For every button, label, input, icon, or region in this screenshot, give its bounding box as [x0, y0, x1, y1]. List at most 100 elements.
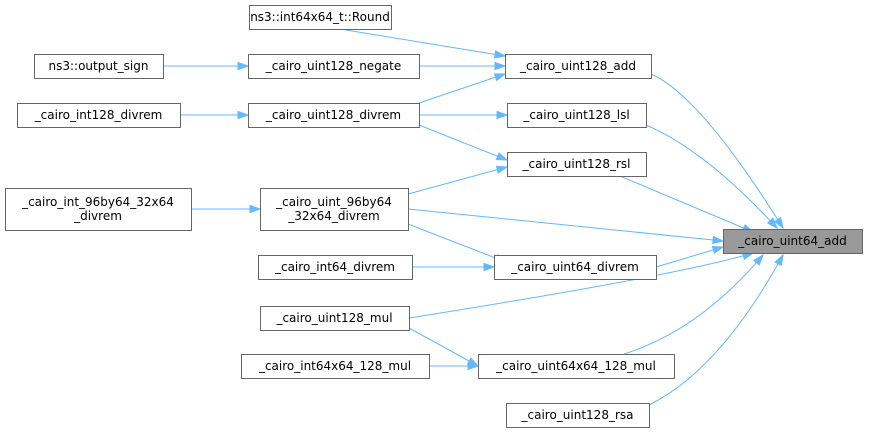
arrowhead	[483, 262, 496, 272]
edge-n-u128-lsl-to-n-u64-add	[645, 124, 779, 230]
node-n-u128-lsl[interactable]: _cairo_uint128_lsl	[507, 103, 647, 128]
node-box	[34, 54, 164, 79]
node-label: _cairo_uint128_rsa	[521, 408, 634, 422]
node-box	[507, 103, 647, 128]
node-box	[478, 354, 675, 379]
node-n-u128-divrem[interactable]: _cairo_uint128_divrem	[248, 103, 420, 128]
node-box	[507, 152, 647, 177]
node-n-u96by64[interactable]: _cairo_uint_96by64_32x64_divrem	[260, 188, 409, 231]
node-box	[506, 403, 650, 428]
node-n-u64x64-mul[interactable]: _cairo_uint64x64_128_mul	[478, 354, 675, 379]
node-label: _cairo_uint128_divrem	[265, 108, 401, 122]
node-box	[260, 188, 409, 231]
edge-n-u128-divrem-to-n-u128-lsl	[419, 110, 509, 120]
edge-line	[407, 166, 508, 195]
node-box	[249, 5, 392, 30]
arrowhead	[496, 110, 509, 120]
arrowhead	[712, 235, 725, 245]
edge-line	[648, 254, 784, 406]
node-label: _cairo_uint128_add	[519, 59, 636, 73]
edge-n-i128-divrem-to-n-u128-divrem	[180, 110, 250, 120]
node-box	[723, 229, 863, 254]
edge-line	[407, 208, 724, 242]
node-n-round[interactable]: ns3::int64x64_t::Round	[249, 5, 392, 30]
node-label: _cairo_int128_divrem	[34, 108, 163, 122]
edge-n-u96by64-to-n-u128-rsl	[407, 165, 509, 195]
node-box	[17, 103, 181, 128]
arrowhead	[237, 61, 250, 71]
node-box	[505, 54, 652, 79]
node-n-u128-add[interactable]: _cairo_uint128_add	[505, 54, 652, 79]
edge-line	[408, 252, 754, 319]
edge-n-u128-divrem-to-n-u128-rsl	[418, 124, 509, 161]
edge-line	[655, 246, 724, 268]
edge-line	[407, 223, 507, 263]
edge-n-u96by64-to-n-u64-divrem	[407, 223, 508, 263]
node-n-u128-mul[interactable]: _cairo_uint128_mul	[260, 306, 410, 331]
edge-n-round-to-n-u128-add	[339, 28, 507, 59]
node-layer: ns3::int64x64_t::Roundns3::output_sign_c…	[5, 5, 863, 428]
node-n-u128-rsa[interactable]: _cairo_uint128_rsa	[506, 403, 650, 428]
node-label: _cairo_uint64_divrem	[510, 260, 639, 274]
edge-n-i96by64-to-n-u96by64	[191, 204, 262, 214]
node-n-i128-divrem[interactable]: _cairo_int128_divrem	[17, 103, 181, 128]
arrowhead	[493, 73, 507, 82]
node-box	[494, 255, 657, 280]
arrowhead	[495, 165, 509, 174]
node-label: _cairo_uint128_mul	[275, 311, 392, 325]
edge-layer	[163, 28, 784, 406]
edge-n-u128-rsa-to-n-u64-add	[648, 253, 784, 406]
edge-line	[339, 28, 506, 57]
arrowhead	[237, 110, 250, 120]
arrowhead	[711, 245, 725, 255]
edge-n-u64x64-mul-to-n-u64-add	[623, 253, 764, 355]
node-label: _cairo_uint64x64_128_mul	[495, 359, 656, 373]
node-n-i64-divrem[interactable]: _cairo_int64_divrem	[258, 255, 413, 280]
edge-n-u128-add-to-n-u64-add	[650, 73, 784, 230]
node-label: _cairo_int64_divrem	[274, 260, 395, 274]
node-label: _cairo_uint64_add	[737, 234, 846, 248]
arrowhead	[493, 50, 507, 59]
node-label: ns3::int64x64_t::Round	[250, 10, 390, 24]
node-box	[258, 255, 413, 280]
node-box	[248, 54, 420, 79]
arrowhead	[774, 253, 784, 267]
node-n-i96by64[interactable]: _cairo_int_96by64_32x64_divrem	[5, 188, 192, 231]
edge-line	[623, 254, 764, 355]
node-box	[241, 354, 430, 379]
edge-line	[418, 73, 506, 104]
node-box	[5, 188, 192, 231]
edge-n-output-sign-to-n-u128-negate	[163, 61, 250, 71]
node-n-i64x64-mul[interactable]: _cairo_int64x64_128_mul	[241, 354, 430, 379]
edge-line	[619, 175, 754, 233]
node-label-line-2: _32x64_divrem	[287, 209, 379, 223]
arrowhead	[494, 61, 507, 71]
arrowhead	[773, 216, 784, 230]
arrowhead	[753, 253, 764, 266]
arrowhead	[249, 204, 262, 214]
arrowhead	[766, 217, 779, 230]
node-label-line-1: _cairo_uint_96by64	[275, 195, 392, 209]
node-label: _cairo_uint128_lsl	[522, 108, 629, 122]
node-n-u64-divrem[interactable]: _cairo_uint64_divrem	[494, 255, 657, 280]
edge-line	[408, 327, 479, 367]
node-n-u64-add[interactable]: _cairo_uint64_add	[723, 229, 863, 254]
arrowhead	[467, 361, 480, 371]
arrowhead	[495, 152, 509, 161]
node-label: ns3::output_sign	[49, 59, 149, 73]
node-n-u128-negate[interactable]: _cairo_uint128_negate	[248, 54, 420, 79]
edge-n-u128-divrem-to-n-u128-add	[418, 73, 507, 104]
node-box	[260, 306, 410, 331]
edge-n-u64-divrem-to-n-u64-add	[655, 245, 725, 268]
node-label: _cairo_int64x64_128_mul	[258, 359, 411, 373]
edge-line	[645, 124, 778, 229]
node-n-u128-rsl[interactable]: _cairo_uint128_rsl	[507, 152, 647, 177]
node-label: _cairo_uint128_negate	[265, 59, 402, 73]
edge-n-u128-negate-to-n-u128-add	[419, 61, 507, 71]
edge-line	[418, 124, 508, 161]
node-box	[248, 103, 420, 128]
node-n-output-sign[interactable]: ns3::output_sign	[34, 54, 164, 79]
node-label-line-1: _cairo_int_96by64_32x64	[21, 195, 174, 209]
edge-n-i64-divrem-to-n-u64-divrem	[412, 262, 496, 272]
